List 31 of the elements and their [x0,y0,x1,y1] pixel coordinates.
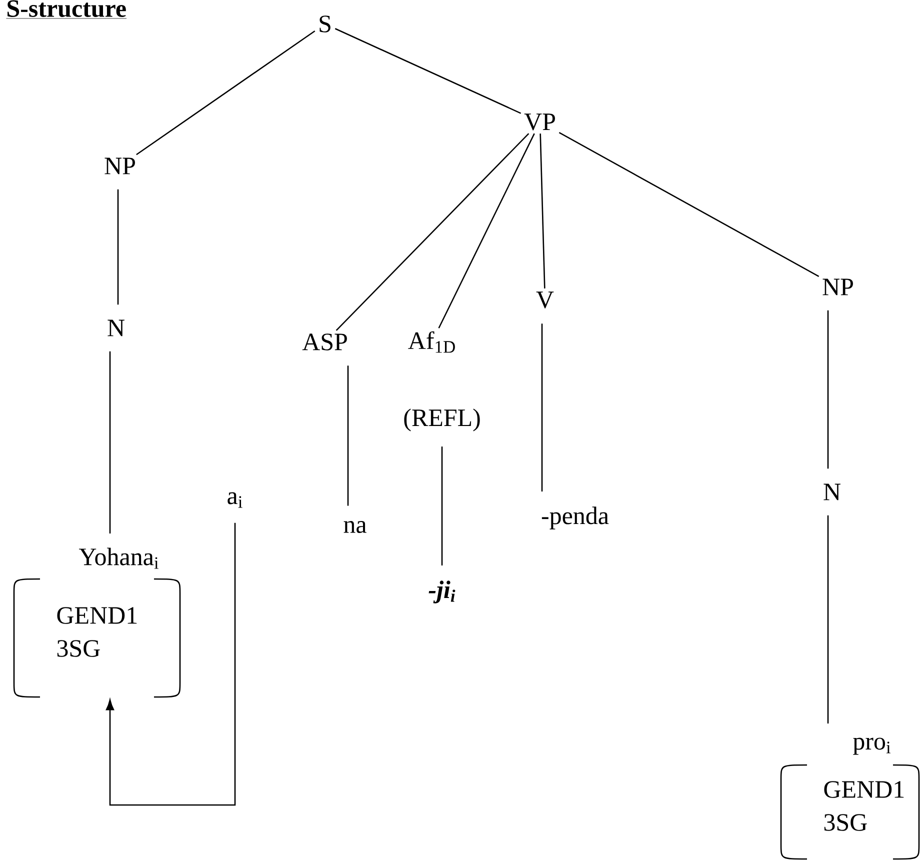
tree-label: NP [104,158,135,174]
branch-line [117,189,119,305]
tree-label: S [320,16,330,32]
branch-line [541,324,543,492]
branch-line [441,446,443,566]
branch-line [438,133,535,328]
tree-label: N [824,484,840,500]
tree-label: NP [822,278,853,296]
branch-line [827,515,829,724]
branch-line [827,310,829,469]
tree-label: -ji$_{i}$ [428,580,456,604]
tree-label: V [536,292,554,308]
tree-label: na [344,520,366,534]
tree-label: VP [524,114,555,130]
arrow [106,522,236,806]
tree-label: a$_{i}$ [228,492,242,508]
branch-line [334,28,522,114]
tree-label: ASP [302,334,347,350]
branch-line [540,134,546,288]
tree-label: -penda [542,506,609,530]
tree-label: Af$_{1D}$ [408,331,455,353]
branch-line [109,351,111,534]
branch-line [136,30,316,156]
feature-bracket: pro$_{i}$ GEND1 3SG [780,738,920,860]
tree-label: (REFL) [404,408,480,432]
branch-line [558,132,820,277]
branch-line [347,366,349,506]
heading: S-structure [6,0,127,19]
branch-line [336,133,530,331]
feature-bracket: Yohana$_{i}$ GEND1 3SG [13,548,181,698]
tree-label: N [108,320,124,336]
